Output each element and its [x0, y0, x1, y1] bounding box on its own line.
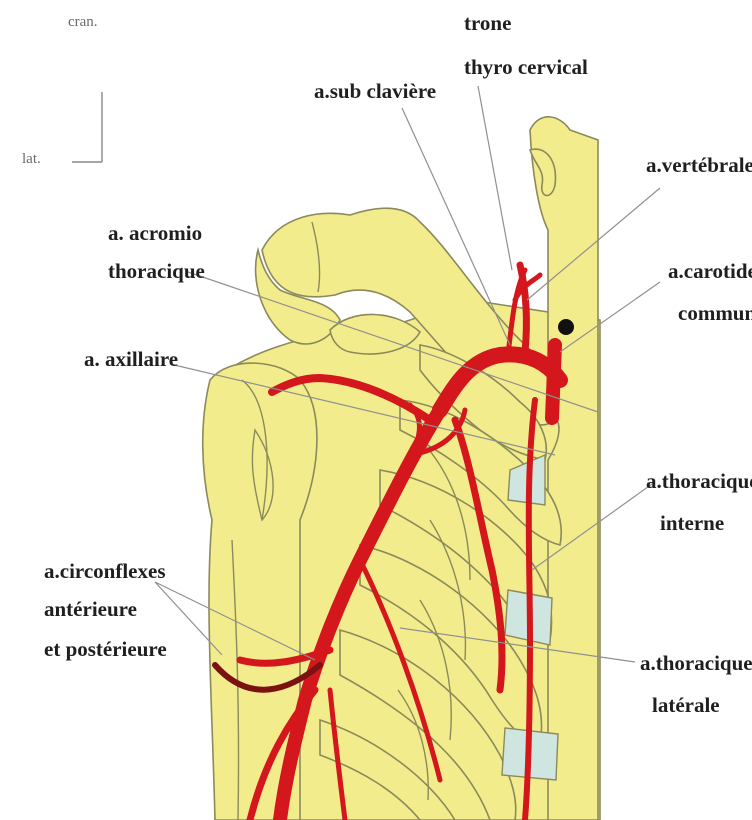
- label-circonflexes-line3: et postérieure: [44, 637, 167, 661]
- label-thoracique-laterale-line1: a.thoracique: [640, 651, 752, 675]
- orientation-marker: cran. lat.: [22, 14, 102, 167]
- label-carotide-line1: a.carotide: [668, 259, 752, 283]
- cranial-label: cran.: [68, 14, 98, 30]
- label-sub-claviere: a.sub clavière: [314, 79, 436, 103]
- label-circonflexes-line2: antérieure: [44, 597, 137, 621]
- carotid-stump: [558, 319, 574, 335]
- label-thoracique-interne-line2: interne: [660, 511, 724, 535]
- leader-tronc: [478, 86, 512, 270]
- carotid-artery: [552, 345, 555, 418]
- humerus: [203, 363, 317, 820]
- label-tronc-line1: trone: [464, 11, 511, 35]
- label-thoracique-laterale-line2: latérale: [652, 693, 720, 717]
- label-axillaire: a. axillaire: [84, 347, 178, 371]
- label-acromio-line1: a. acromio: [108, 221, 202, 245]
- label-tronc-line2: thyro cervical: [464, 55, 588, 79]
- label-thoracique-interne-line1: a.thoracique: [646, 469, 752, 493]
- lateral-label: lat.: [22, 151, 41, 167]
- label-vertebrale: a.vertébrale: [646, 153, 752, 177]
- label-circonflexes-line1: a.circonflexes: [44, 559, 166, 583]
- label-acromio-line2: thoracique: [108, 259, 205, 283]
- label-carotide-line2: commune: [678, 301, 752, 325]
